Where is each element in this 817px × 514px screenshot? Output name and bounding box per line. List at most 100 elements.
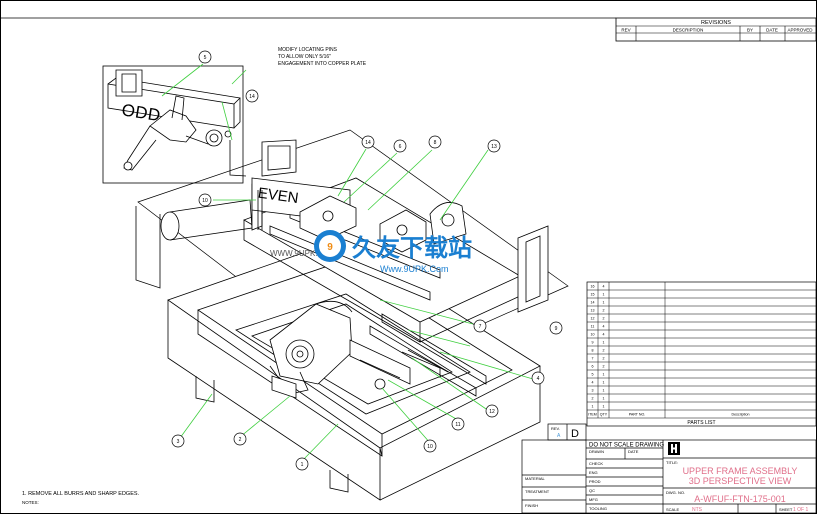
detail-note-line-3: ENGAGEMENT INTO COPPER PLATE [278, 61, 367, 67]
parts-list-title: PARTS LIST [687, 420, 715, 426]
revisions-title: REVISIONS [701, 20, 731, 26]
balloon-13: 13 [487, 139, 501, 153]
parts-qty: 1 [603, 301, 605, 305]
sheet-value: 1 OF 1 [793, 507, 809, 513]
svg-text:8: 8 [434, 140, 437, 146]
parts-qty: 2 [603, 357, 605, 361]
parts-qty: 1 [603, 389, 605, 393]
parts-qty: 1 [603, 373, 605, 377]
balloon-5: 5 [198, 50, 212, 64]
detail-note-line-1: MODIFY LOCATING PINS [278, 47, 338, 53]
title-line-2: 3D PERSPECTIVE VIEW [689, 476, 792, 486]
svg-text:11: 11 [455, 422, 460, 428]
parts-qty: 2 [603, 365, 605, 369]
title-block [521, 423, 817, 514]
parts-item: 3 [592, 389, 594, 393]
watermark-url-left: WWW.9UPK.COM [270, 249, 337, 258]
no-scale-text: DO NOT SCALE DRAWING [589, 443, 664, 449]
parts-qty: 2 [603, 317, 605, 321]
parts-item: 8 [592, 349, 594, 353]
watermark-url: Www.9UPK.Com [380, 264, 449, 274]
detail-note-line-2: TO ALLOW ONLY 5/16" [278, 54, 331, 60]
rev-header-rev: REV [621, 28, 630, 33]
notes: 1. REMOVE ALL BURRS AND SHARP EDGES. NOT… [22, 491, 140, 505]
rev-value: D [571, 428, 579, 440]
detail-note: MODIFY LOCATING PINS TO ALLOW ONLY 5/16"… [278, 47, 367, 67]
rev-header-approved: APPROVED [787, 28, 813, 33]
watermark: WWW.9UPK.COM 9 久友下载站 Www.9UPK.Com [270, 230, 472, 274]
main-assembly [135, 129, 569, 501]
sheet-label: SHEET [779, 507, 793, 512]
svg-text:14: 14 [249, 94, 255, 100]
svg-text:9: 9 [327, 242, 333, 253]
balloons: 5 14 14 6 8 13 10 7 9 4 12 11 10 3 2 1 [171, 50, 563, 471]
rev-header-date: DATE [766, 28, 778, 33]
note-1: 1. REMOVE ALL BURRS AND SHARP EDGES. [22, 491, 140, 497]
parts-item: 13 [591, 309, 595, 313]
parts-item: 10 [591, 333, 595, 337]
svg-text:4: 4 [537, 376, 540, 382]
parts-header-description: Description [732, 413, 750, 417]
parts-item: 16 [591, 285, 595, 289]
balloon-8: 8 [428, 135, 442, 149]
dwg-no-value: A-WFUF-FTN-175-001 [694, 494, 786, 504]
balloon-12: 12 [485, 404, 499, 418]
balloon-9: 9 [549, 321, 563, 335]
parts-qty: 4 [603, 325, 605, 329]
parts-item: 9 [592, 341, 594, 345]
title-line-1: UPPER FRAME ASSEMBLY [683, 466, 798, 476]
rev-header-description: DESCRIPTION [673, 28, 704, 33]
svg-text:9: 9 [555, 326, 558, 332]
svg-text:10: 10 [202, 198, 208, 204]
svg-text:12: 12 [489, 409, 495, 415]
svg-text:13: 13 [491, 144, 497, 150]
svg-text:7: 7 [479, 324, 482, 330]
svg-text:5: 5 [204, 55, 207, 61]
parts-qty: 2 [603, 309, 605, 313]
balloon-1: 1 [295, 457, 309, 471]
company-logo-icon [668, 442, 680, 455]
rev-small: A [557, 433, 561, 439]
parts-qty: 1 [603, 397, 605, 401]
parts-item: 14 [591, 301, 595, 305]
parts-header-part-no: PART NO. [629, 413, 646, 417]
svg-text:3: 3 [177, 439, 180, 445]
balloon-14-detail: 14 [245, 89, 259, 103]
svg-text:1: 1 [301, 462, 304, 468]
scale-value: NTS [692, 507, 703, 513]
title-label: TITLE: [666, 460, 678, 465]
svg-text:6: 6 [399, 144, 402, 150]
tooling-label: TOOLING [589, 506, 607, 511]
parts-item: 2 [592, 397, 594, 401]
qc-label: QC [589, 488, 595, 493]
parts-qty: 2 [603, 349, 605, 353]
notes-heading: NOTES: [22, 500, 39, 505]
revisions-block: REVISIONS REV DESCRIPTION BY DATE APPROV… [615, 17, 817, 42]
balloon-10-bottom: 10 [423, 439, 437, 453]
balloon-7: 7 [473, 319, 487, 333]
parts-item: 12 [591, 317, 595, 321]
parts-item: 1 [592, 405, 594, 409]
parts-item: 4 [592, 381, 594, 385]
balloon-11: 11 [451, 417, 465, 431]
balloon-14: 14 [361, 135, 375, 149]
parts-item: 5 [592, 373, 594, 377]
leader-lines [161, 63, 534, 462]
prod-label: PROD [589, 479, 601, 484]
svg-text:10: 10 [427, 444, 433, 450]
balloon-2: 2 [233, 432, 247, 446]
rev-label: REV. [551, 426, 560, 431]
date-label: DATE [628, 449, 639, 454]
balloon-6: 6 [393, 139, 407, 153]
eng-label: ENG [589, 470, 598, 475]
finish-label: FINISH [525, 503, 538, 508]
parts-item: 11 [591, 325, 595, 329]
parts-qty: 1 [603, 293, 605, 297]
detail-inset [102, 65, 244, 184]
parts-item: 6 [592, 365, 594, 369]
treatment-label: TREATMENT [525, 489, 550, 494]
drawn-label: DRAWN [589, 449, 604, 454]
title-block-text: REV. A D MATERIAL TREATMENT FINISH DO NO… [525, 426, 809, 513]
parts-qty: 4 [603, 285, 605, 289]
